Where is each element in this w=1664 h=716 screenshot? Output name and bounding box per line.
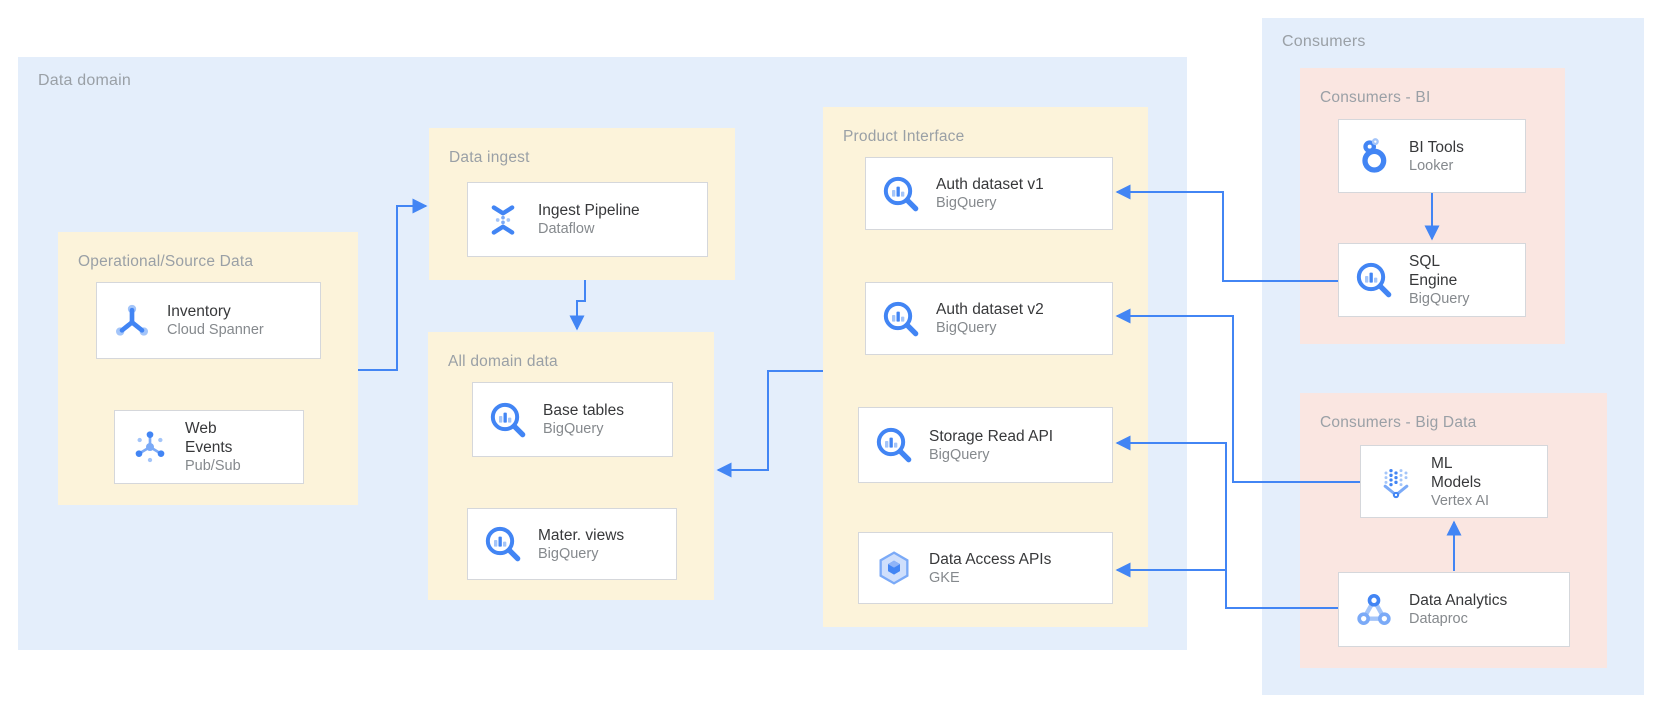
- card-title: SQL Engine: [1409, 253, 1458, 289]
- card-data-access-apis: Data Access APIs GKE: [858, 532, 1113, 604]
- bigquery-icon: [881, 299, 921, 339]
- card-inventory: Inventory Cloud Spanner: [96, 282, 321, 359]
- card-storage-read-api: Storage Read API BigQuery: [858, 407, 1113, 483]
- group-all-domain-data-label: All domain data: [448, 353, 558, 370]
- card-data-analytics: Data Analytics Dataproc: [1338, 572, 1570, 647]
- pubsub-icon: [130, 427, 170, 467]
- cloud-spanner-icon: [112, 301, 152, 341]
- group-consumers-bi-label: Consumers - BI: [1320, 89, 1431, 106]
- region-data-domain-label: Data domain: [38, 72, 131, 89]
- group-operational-label: Operational/Source Data: [78, 253, 254, 270]
- card-subtitle: Dataproc: [1409, 611, 1468, 627]
- card-title: Web Events: [185, 420, 233, 456]
- card-auth-dataset-v1: Auth dataset v1 BigQuery: [865, 157, 1113, 230]
- card-sql-engine: SQL Engine BigQuery: [1338, 243, 1526, 317]
- card-subtitle: BigQuery: [1409, 291, 1470, 307]
- card-subtitle: Vertex AI: [1431, 492, 1490, 509]
- card-subtitle: Dataflow: [538, 221, 595, 237]
- card-base-tables: Base tables BigQuery: [472, 382, 673, 457]
- card-ml-models: ML Models Vertex AI: [1360, 445, 1548, 518]
- bigquery-icon: [1354, 260, 1394, 300]
- card-ingest-pipeline: Ingest Pipeline Dataflow: [467, 182, 708, 257]
- gke-icon: [874, 548, 914, 588]
- card-title: Auth dataset v2: [936, 301, 1044, 318]
- card-title: BI Tools: [1409, 138, 1464, 156]
- card-auth-dataset-v2: Auth dataset v2 BigQuery: [865, 282, 1113, 355]
- card-bi-tools: BI Tools Looker: [1338, 119, 1526, 193]
- card-title: Inventory: [167, 303, 231, 320]
- card-web-events: Web Events Pub/Sub: [114, 410, 304, 484]
- card-subtitle: BigQuery: [538, 545, 599, 562]
- group-data-ingest-label: Data ingest: [449, 149, 530, 166]
- card-subtitle: BigQuery: [929, 446, 990, 463]
- card-subtitle: BigQuery: [936, 195, 997, 211]
- card-title: Storage Read API: [929, 427, 1054, 445]
- card-title: Ingest Pipeline: [538, 202, 640, 219]
- bigquery-icon: [488, 400, 528, 440]
- looker-icon: [1354, 136, 1394, 176]
- bigquery-icon: [874, 425, 914, 465]
- card-title: Data Analytics: [1409, 592, 1508, 609]
- vertex-ai-icon: [1376, 462, 1416, 502]
- card-subtitle: GKE: [929, 569, 960, 586]
- card-subtitle: Looker: [1409, 157, 1454, 174]
- card-subtitle: BigQuery: [936, 320, 997, 336]
- region-consumers-label: Consumers: [1282, 33, 1366, 50]
- card-subtitle: Cloud Spanner: [167, 322, 264, 338]
- card-title: Auth dataset v1: [936, 176, 1044, 193]
- bigquery-icon: [483, 524, 523, 564]
- card-subtitle: Pub/Sub: [185, 458, 241, 474]
- group-consumers-big-data-label: Consumers - Big Data: [1320, 414, 1477, 431]
- group-product-interface-label: Product Interface: [843, 128, 965, 145]
- card-title: ML Models: [1431, 454, 1481, 491]
- card-title: Data Access APIs: [929, 550, 1052, 568]
- card-subtitle: BigQuery: [543, 421, 604, 437]
- card-title: Base tables: [543, 402, 624, 419]
- dataproc-icon: [1354, 590, 1394, 630]
- card-mater-views: Mater. views BigQuery: [467, 508, 677, 580]
- card-title: Mater. views: [538, 526, 625, 544]
- bigquery-icon: [881, 174, 921, 214]
- dataflow-icon: [483, 200, 523, 240]
